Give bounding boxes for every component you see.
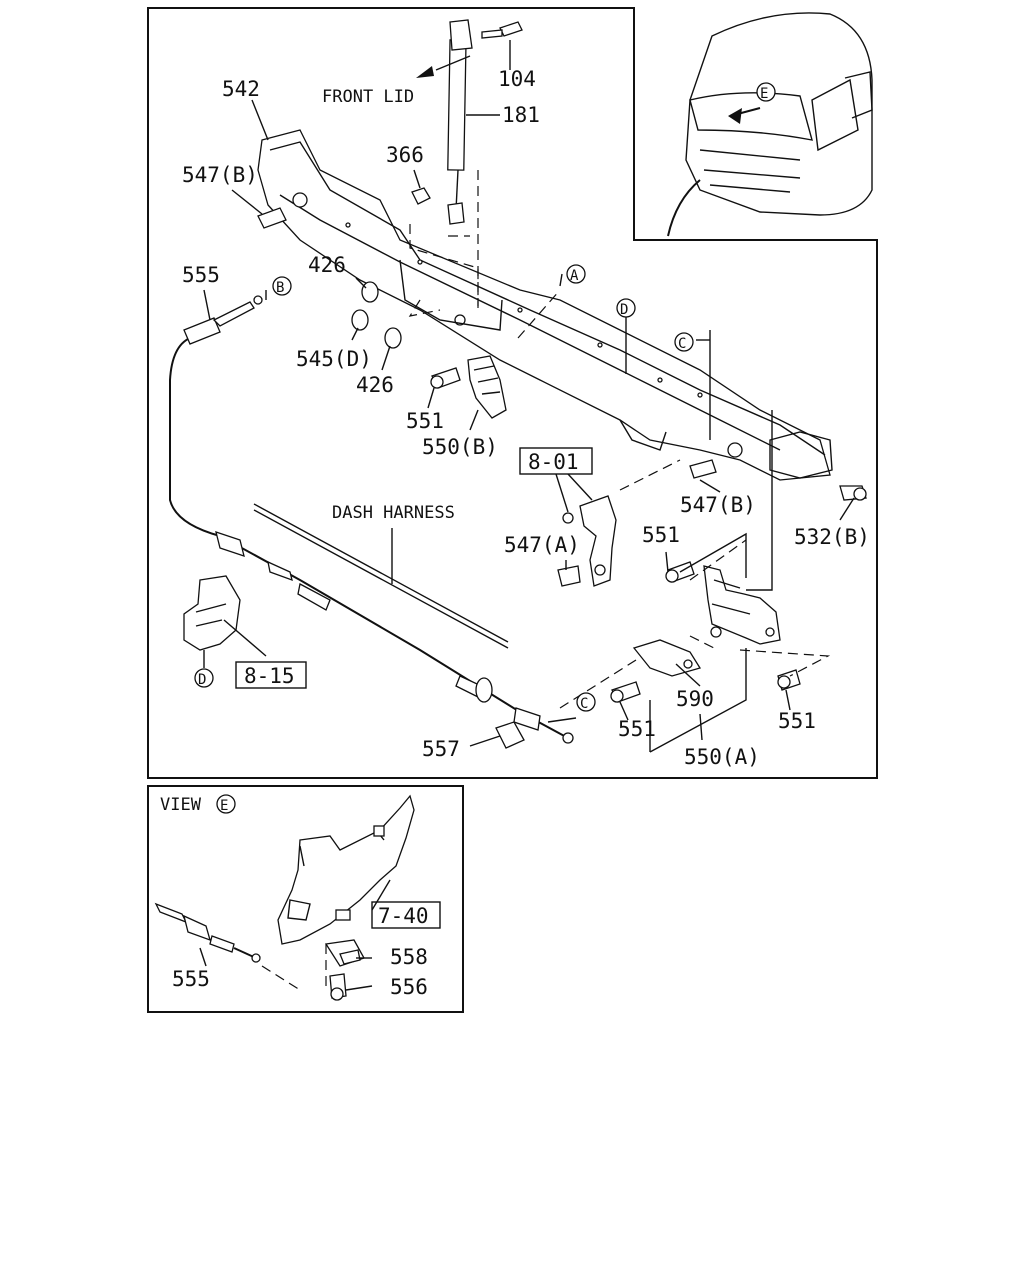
- front-lid-label: FRONT LID: [322, 87, 414, 107]
- callout-545d: 545(D): [296, 347, 372, 371]
- callout-555-top: 555: [182, 263, 220, 287]
- callout-366: 366: [386, 143, 424, 167]
- callout-426-bottom: 426: [356, 373, 394, 397]
- marker-b-icon: B: [272, 276, 292, 296]
- svg-text:A: A: [570, 268, 579, 284]
- view-connectors: [199, 879, 391, 991]
- callout-590: 590: [676, 687, 714, 711]
- svg-text:E: E: [760, 86, 768, 102]
- bolt-551-bottom: [610, 681, 641, 703]
- bolt-547a: [557, 565, 581, 587]
- marker-d-bottom-icon: D: [194, 668, 214, 688]
- marker-c-top-icon: C: [674, 332, 694, 352]
- bracket-558: [324, 939, 365, 967]
- bolt-556: [329, 973, 347, 1001]
- clip-557: [495, 721, 525, 749]
- leader-lines: [203, 40, 855, 753]
- marker-c-bottom-icon: C: [576, 692, 596, 712]
- bracket-590: [632, 639, 702, 677]
- panel-7-40: [277, 794, 415, 945]
- callout-551-right: 551: [778, 709, 816, 733]
- plug-426-bottom: [384, 327, 402, 349]
- callout-542: 542: [222, 77, 260, 101]
- cross-member-beam: [257, 129, 833, 481]
- bolt-104: [481, 21, 523, 39]
- bracket-8-01: [562, 495, 617, 587]
- ref-8-01: 8-01: [528, 450, 579, 474]
- marker-a-icon: A: [566, 264, 586, 284]
- callout-550b: 550(B): [422, 435, 498, 459]
- callout-550a: 550(A): [684, 745, 760, 769]
- bolt-551-right: [777, 669, 801, 691]
- lever-8-15: [183, 575, 241, 651]
- main-diagram-frame: [147, 7, 878, 779]
- ref-8-15: 8-15: [244, 664, 295, 688]
- marker-d-top-icon: D: [616, 298, 636, 318]
- bracket-550b: [467, 355, 507, 419]
- callout-547b-right: 547(B): [680, 493, 756, 517]
- gas-strut: [447, 19, 473, 225]
- ref-7-40: 7-40: [378, 904, 429, 928]
- cab-illustration: [667, 12, 873, 237]
- callout-547a: 547(A): [504, 533, 580, 557]
- callout-181: 181: [502, 103, 540, 127]
- svg-text:C: C: [580, 696, 588, 712]
- svg-text:B: B: [276, 280, 284, 296]
- bolt-547b-left: [257, 207, 287, 229]
- callout-426-top: 426: [308, 253, 346, 277]
- callout-104: 104: [498, 67, 536, 91]
- callout-558: 558: [390, 945, 428, 969]
- callout-547b-left: 547(B): [182, 163, 258, 187]
- plug-426-top: [361, 281, 379, 303]
- cable-555-view: [154, 902, 261, 963]
- dashed-connectors: [408, 170, 831, 709]
- bracket-550a: [703, 565, 781, 645]
- svg-text:D: D: [198, 672, 206, 688]
- callout-551-left: 551: [406, 409, 444, 433]
- svg-text:D: D: [620, 302, 628, 318]
- bolt-532b: [839, 485, 867, 501]
- callout-532b: 532(B): [794, 525, 870, 549]
- callout-551-mid: 551: [642, 523, 680, 547]
- callout-557: 557: [422, 737, 460, 761]
- ref-box-8-15: [235, 661, 307, 689]
- svg-text:E: E: [220, 798, 228, 814]
- front-lid-arrow-icon: [416, 66, 434, 78]
- callout-551-bottom: 551: [618, 717, 656, 741]
- plug-545d: [351, 309, 369, 331]
- marker-e-view-icon: E: [216, 794, 236, 814]
- dash-harness-label: DASH HARNESS: [332, 503, 455, 523]
- nut-366: [411, 187, 431, 205]
- bolt-551-left: [430, 367, 461, 389]
- bolt-547b-right: [689, 459, 717, 479]
- view-label: VIEW: [160, 795, 202, 815]
- view-e-frame: [147, 785, 464, 1013]
- ref-box-8-01: [519, 447, 593, 475]
- svg-text:C: C: [678, 336, 686, 352]
- dash-harness: [253, 503, 509, 649]
- release-cable-555: [169, 295, 574, 744]
- ref-box-7-40: [371, 901, 441, 929]
- marker-e-cab-icon: E: [756, 82, 776, 102]
- callout-556: 556: [390, 975, 428, 999]
- callout-555-view: 555: [172, 967, 210, 991]
